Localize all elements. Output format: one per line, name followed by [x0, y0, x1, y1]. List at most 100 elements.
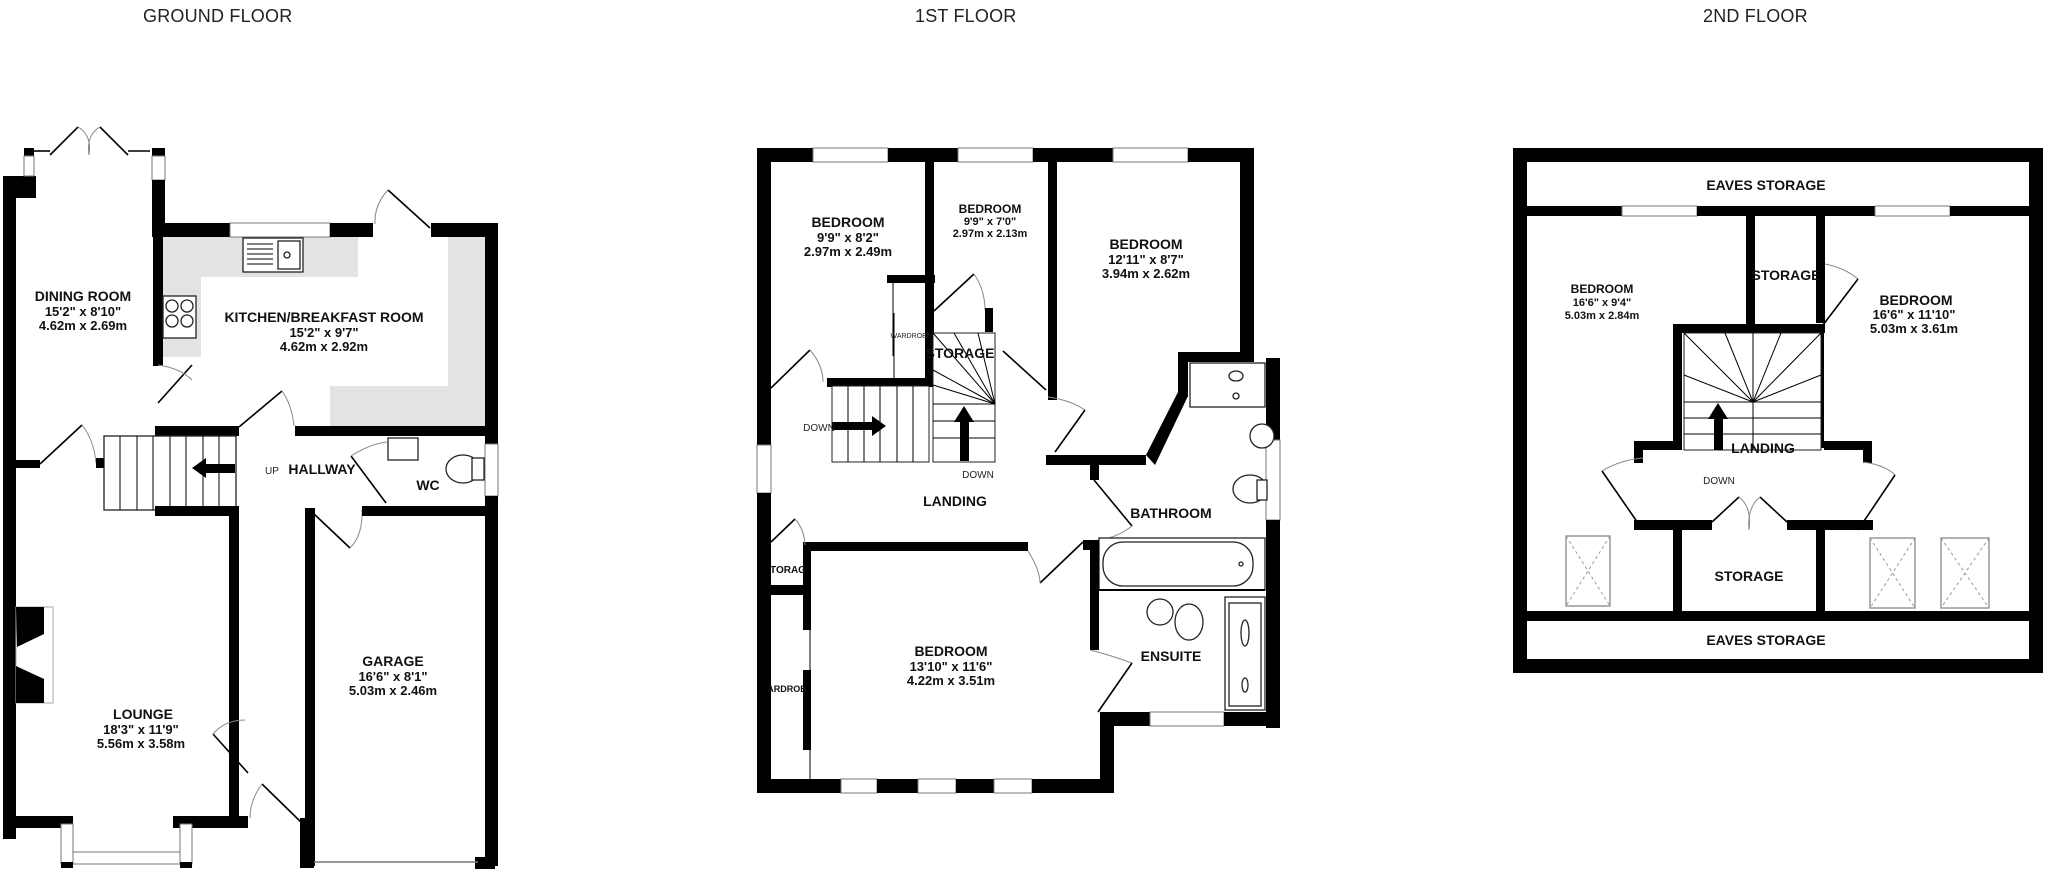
- bedroom-b-metric: 2.97m x 2.13m: [953, 228, 1028, 240]
- arrow-up-icon: [1708, 403, 1728, 419]
- wall: [229, 506, 239, 816]
- wall: [485, 434, 498, 444]
- bedroom-a-metric: 2.97m x 2.49m: [804, 244, 892, 259]
- toilet-icon: [1174, 603, 1204, 641]
- arrow-right-icon: [872, 416, 886, 436]
- window: [23, 155, 35, 177]
- storage-bottom-label: STORAGE: [1715, 568, 1784, 584]
- window: [917, 778, 957, 794]
- bedroom-c-label: BEDROOM: [1109, 236, 1182, 252]
- bedroom-c-metric: 3.94m x 2.62m: [1102, 266, 1190, 281]
- wall: [362, 506, 492, 516]
- wall: [300, 818, 314, 868]
- window: [1112, 147, 1189, 163]
- storage-label: STORAGE: [926, 345, 995, 361]
- wardrobe-label: WARDROBE: [891, 333, 932, 340]
- bathroom-label: BATHROOM: [1130, 505, 1211, 521]
- bedroom-a-imperial: 9'9" x 8'2": [817, 230, 879, 245]
- window: [1149, 711, 1225, 727]
- bedroom-left-label: BEDROOM: [1571, 282, 1634, 296]
- garage-metric: 5.03m x 2.46m: [349, 683, 437, 698]
- wardrobe-main-label: ARDROB: [767, 684, 807, 694]
- first-floor-title: 1ST FLOOR: [915, 6, 1017, 26]
- bay-window: [60, 823, 74, 865]
- window: [957, 147, 1034, 163]
- lounge-label: LOUNGE: [113, 706, 173, 722]
- wall: [152, 148, 165, 156]
- wall: [24, 148, 34, 156]
- window: [1621, 205, 1698, 217]
- wall: [330, 223, 373, 237]
- kitchen-label: KITCHEN/BREAKFAST ROOM: [224, 309, 423, 325]
- bedroom-b-label: BEDROOM: [959, 202, 1022, 216]
- staircase-up: [103, 435, 237, 511]
- winder-staircase: [932, 332, 996, 463]
- garage-label: GARAGE: [362, 653, 423, 669]
- bedroom-right-metric: 5.03m x 3.61m: [1870, 321, 1958, 336]
- skylight-icon: [1869, 537, 1916, 609]
- bedroom-left-metric: 5.03m x 2.84m: [1565, 310, 1640, 322]
- storage-top-label: STORAGE: [1752, 267, 1821, 283]
- straight-staircase: [831, 385, 930, 463]
- window: [1265, 439, 1281, 521]
- kitchen-window: [229, 222, 331, 238]
- wall: [295, 426, 485, 436]
- wall: [485, 223, 498, 435]
- wc-window: [484, 443, 499, 497]
- bedroom-a-label: BEDROOM: [811, 214, 884, 230]
- bay-window: [179, 823, 193, 865]
- wall: [431, 223, 498, 237]
- kitchen-counter-bottom: [330, 386, 485, 427]
- window: [993, 778, 1033, 794]
- arrow-left-icon: [192, 458, 206, 478]
- basin-icon: [1249, 423, 1275, 449]
- wall: [16, 460, 40, 468]
- lounge-metric: 5.56m x 3.58m: [97, 736, 185, 751]
- first-floor-plan: [756, 147, 1281, 794]
- wc-basin-icon: [387, 437, 419, 461]
- wc-label: WC: [416, 477, 439, 493]
- shower-tray-icon: [1189, 362, 1266, 408]
- wall: [153, 236, 163, 366]
- ground-floor-title: GROUND FLOOR: [143, 6, 293, 26]
- landing-label: LANDING: [923, 493, 987, 509]
- eaves-storage-top-label: EAVES STORAGE: [1706, 177, 1825, 193]
- ground-floor-plan: [3, 126, 499, 869]
- kitchen-metric: 4.62m x 2.92m: [280, 339, 368, 354]
- stairs-up-label: UP: [265, 466, 279, 477]
- wall: [3, 184, 16, 839]
- bedroom-c-imperial: 12'11" x 8'7": [1108, 252, 1184, 267]
- wall: [152, 180, 165, 236]
- wall: [485, 496, 498, 866]
- main-bedroom-label: BEDROOM: [914, 643, 987, 659]
- basin-icon: [1146, 598, 1174, 626]
- fireplace-icon: [15, 606, 54, 704]
- hallway-label: HALLWAY: [288, 461, 356, 477]
- bedroom-left-imperial: 16'6" x 9'4": [1573, 297, 1631, 309]
- main-bedroom-imperial: 13'10" x 11'6": [910, 659, 993, 674]
- window: [840, 778, 878, 794]
- eaves-storage-bottom-label: EAVES STORAGE: [1706, 632, 1825, 648]
- garage-imperial: 16'6" x 8'1": [358, 669, 427, 684]
- dining-room-metric: 4.62m x 2.69m: [39, 318, 127, 333]
- bedroom-right-imperial: 16'6" x 11'10": [1873, 307, 1956, 322]
- wall: [3, 176, 36, 198]
- landing-2nd-label: LANDING: [1731, 440, 1795, 456]
- dining-room-label: DINING ROOM: [35, 288, 131, 304]
- bay-window: [72, 851, 181, 865]
- down-2nd-label: DOWN: [1703, 476, 1735, 487]
- main-bedroom-metric: 4.22m x 3.51m: [907, 673, 995, 688]
- window: [1874, 205, 1951, 217]
- wall: [3, 816, 73, 828]
- wall: [152, 223, 230, 237]
- bedroom-b-imperial: 9'9" x 7'0": [964, 216, 1016, 228]
- second-floor-title: 2ND FLOOR: [1703, 6, 1808, 26]
- window: [812, 147, 889, 163]
- kitchen-imperial: 15'2" x 9'7": [289, 325, 358, 340]
- skylight-icon: [1940, 537, 1990, 609]
- arrow-up-icon: [954, 406, 974, 422]
- dining-room-imperial: 15'2" x 8'10": [45, 304, 121, 319]
- second-floor-plan: [1513, 148, 2043, 673]
- ensuite-label: ENSUITE: [1141, 648, 1202, 664]
- window: [151, 155, 166, 181]
